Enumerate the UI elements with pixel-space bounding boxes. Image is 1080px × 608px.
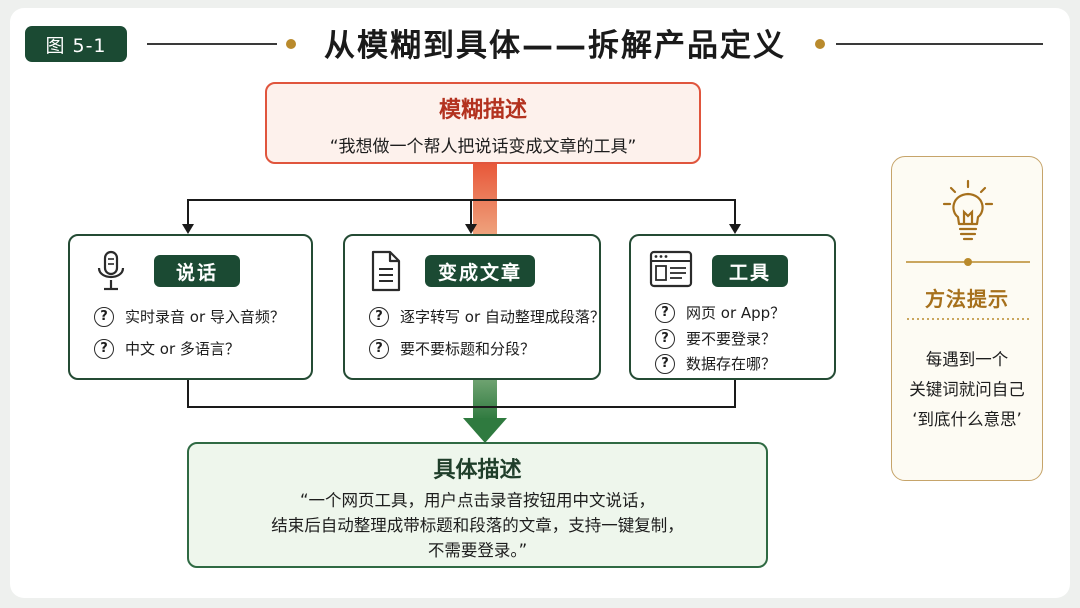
title-rule-left <box>147 43 277 45</box>
question-item: ? 网页 or App？ <box>655 302 785 323</box>
title-dot-left <box>286 39 296 49</box>
question-icon: ? <box>369 306 389 327</box>
dimension-label: 工具 <box>712 255 788 287</box>
tip-text-line: 每遇到一个 <box>925 350 1009 369</box>
question-icon: ? <box>369 338 389 359</box>
question-text: 要不要标题和分段？ <box>400 340 536 358</box>
question-item: ? 数据存在哪？ <box>655 353 776 374</box>
question-icon: ? <box>655 302 675 323</box>
branch-arrow-left <box>182 224 194 234</box>
dimension-box-tool: 工具 ? 网页 or App？ ? 要不要登录？ ? 数据存在哪？ <box>629 234 836 380</box>
browser-window-icon <box>649 250 693 288</box>
question-item: ? 要不要标题和分段？ <box>369 338 535 359</box>
vague-description-box: 模糊描述 “我想做一个帮人把说话变成文章的工具” <box>265 82 701 164</box>
concrete-title: 具体描述 <box>433 458 522 483</box>
concrete-text-line: 不需要登录。” <box>427 541 528 560</box>
document-icon <box>371 250 401 292</box>
question-item: ? 要不要登录？ <box>655 328 776 349</box>
microphone-icon <box>97 250 125 291</box>
title-rule-right <box>836 43 1043 45</box>
lightbulb-icon <box>942 179 994 241</box>
question-text: 网页 or App？ <box>686 304 786 322</box>
dimension-box-article: 变成文章 ? 逐字转写 or 自动整理成段落？ ? 要不要标题和分段？ <box>343 234 605 380</box>
vague-text: “我想做一个帮人把说话变成文章的工具” <box>329 137 637 157</box>
question-icon: ? <box>655 328 675 349</box>
question-text: 实时录音 or 导入音频？ <box>125 308 285 326</box>
tip-text-line: 关键词就问自己 <box>909 380 1025 399</box>
question-icon: ? <box>655 353 675 374</box>
branch-arrow-center <box>465 224 477 234</box>
question-text: 中文 or 多语言？ <box>125 340 240 358</box>
branch-line <box>187 199 736 226</box>
question-icon: ? <box>94 338 114 359</box>
concrete-text-line: 结束后自动整理成带标题和段落的文章，支持一键复制， <box>271 516 684 535</box>
vague-title: 模糊描述 <box>438 98 527 123</box>
concrete-description-box: 具体描述 “一个网页工具，用户点击录音按钮用中文说话， 结束后自动整理成带标题和… <box>187 442 768 568</box>
figure-number-badge: 图 5-1 <box>25 26 127 62</box>
question-item: ? 逐字转写 or 自动整理成段落？ <box>369 306 605 327</box>
tip-title: 方法提示 <box>925 287 1009 311</box>
title-dot-right <box>815 39 825 49</box>
tip-text: 每遇到一个 关键词就问自己 ‘到底什么意思’ <box>892 345 1042 435</box>
question-text: 数据存在哪？ <box>686 355 777 373</box>
concrete-text-line: “一个网页工具，用户点击录音按钮用中文说话， <box>299 491 656 510</box>
question-text: 逐字转写 or 自动整理成段落？ <box>400 308 605 326</box>
dimension-label: 说话 <box>154 255 240 287</box>
question-item: ? 实时录音 or 导入音频？ <box>94 306 285 327</box>
tip-text-line: ‘到底什么意思’ <box>912 410 1022 429</box>
question-item: ? 中文 or 多语言？ <box>94 338 240 359</box>
question-icon: ? <box>94 306 114 327</box>
branch-arrow-right <box>729 224 741 234</box>
merge-line <box>187 380 736 408</box>
dimension-box-speak: 说话 ? 实时录音 or 导入音频？ ? 中文 or 多语言？ <box>68 234 313 380</box>
tip-dotted-divider <box>907 318 1029 320</box>
flow-arrow-head <box>463 418 507 443</box>
dimension-label: 变成文章 <box>425 255 535 287</box>
question-text: 要不要登录？ <box>686 330 777 348</box>
method-tip-panel: 方法提示 每遇到一个 关键词就问自己 ‘到底什么意思’ <box>891 156 1043 481</box>
figure-title: 从模糊到具体——拆解产品定义 <box>324 28 786 64</box>
tip-divider <box>906 258 1030 266</box>
